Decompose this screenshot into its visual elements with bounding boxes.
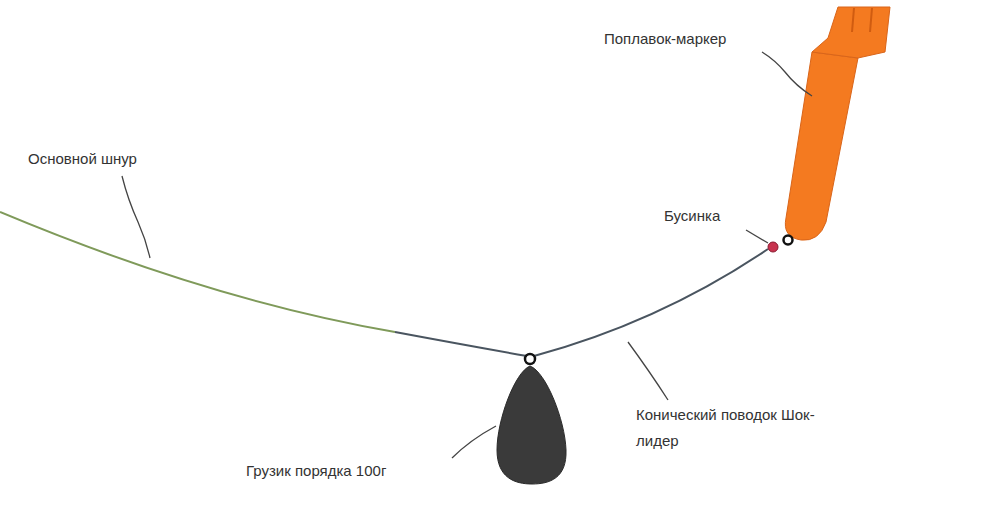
leader-line — [762, 52, 812, 96]
leader-line — [122, 176, 150, 258]
main-line — [0, 212, 395, 332]
leader-line — [746, 230, 768, 243]
part-label: Поплавок-маркер — [604, 26, 726, 52]
leader-line — [628, 342, 668, 400]
part-label: Бусинка — [664, 203, 720, 229]
leader-line — [452, 426, 496, 458]
lead-weight — [497, 366, 566, 484]
float-fins — [812, 7, 890, 58]
fin-line — [852, 8, 854, 32]
part-label: Конический поводок Шок-лидер — [636, 402, 826, 454]
weight-swivel — [525, 354, 535, 364]
bead — [768, 242, 778, 252]
part-label: Грузик порядка 100г — [246, 458, 386, 484]
shock-leader — [534, 249, 768, 356]
part-label: Основной шнур — [28, 146, 137, 172]
marker-float — [785, 52, 858, 240]
fin-line — [870, 8, 872, 32]
float-eye — [784, 236, 793, 245]
shock-leader — [395, 332, 527, 356]
